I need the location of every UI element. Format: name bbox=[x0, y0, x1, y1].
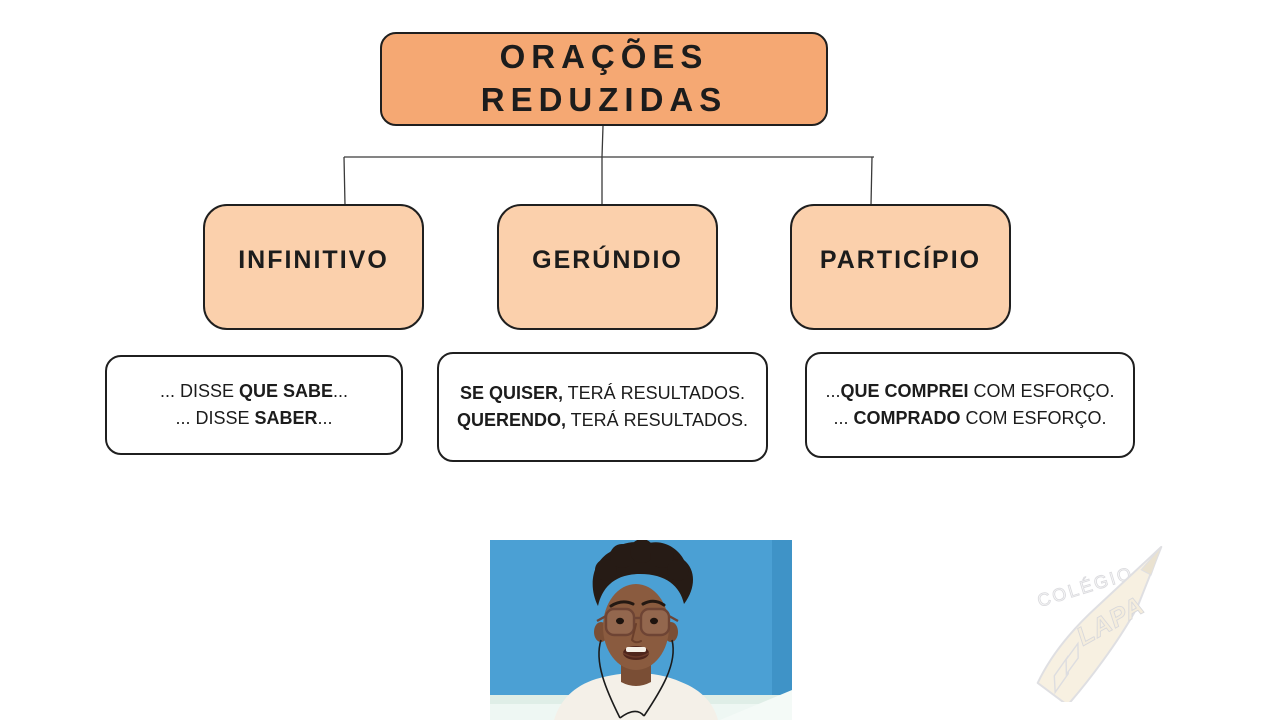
webcam-video bbox=[490, 540, 792, 720]
example-text-segment-bold: SABER bbox=[254, 408, 318, 428]
branch-label: INFINITIVO bbox=[238, 245, 389, 274]
example-text-segment: ... bbox=[833, 408, 854, 428]
example-text-segment: TERÁ RESULTADOS. bbox=[562, 383, 746, 403]
example-line: SE QUISER, TERÁ RESULTADOS. bbox=[460, 380, 745, 407]
example-text-segment: ... bbox=[825, 381, 841, 401]
example-line: ... DISSE SABER... bbox=[175, 405, 332, 432]
example-line: ... DISSE QUE SABE... bbox=[160, 378, 348, 405]
example-text-segment: ... bbox=[333, 381, 349, 401]
example-text-segment-bold: COMPRADO bbox=[853, 408, 961, 428]
example-text-segment: TERÁ RESULTADOS. bbox=[565, 410, 749, 430]
example-line: ...QUE COMPREI COM ESFORÇO. bbox=[825, 378, 1114, 405]
example-box-participio: ...QUE COMPREI COM ESFORÇO. ... COMPRADO… bbox=[805, 352, 1135, 458]
example-text-segment: ... bbox=[317, 408, 333, 428]
example-box-infinitivo: ... DISSE QUE SABE... ... DISSE SABER... bbox=[105, 355, 403, 455]
branch-node-participio: PARTICÍPIO bbox=[790, 204, 1011, 330]
example-line: QUERENDO, TERÁ RESULTADOS. bbox=[457, 407, 748, 434]
example-text-segment: COM ESFORÇO. bbox=[960, 408, 1107, 428]
branch-label: PARTICÍPIO bbox=[819, 245, 982, 274]
presenter-illustration bbox=[490, 540, 792, 720]
diagram-root-node: ORAÇÕES REDUZIDAS bbox=[380, 32, 828, 126]
example-text-segment-bold: QUE COMPREI bbox=[840, 381, 969, 401]
example-text-segment: ... DISSE bbox=[159, 381, 239, 401]
example-text-segment-bold: QUE SABE bbox=[238, 381, 334, 401]
branch-node-gerundio: GERÚNDIO bbox=[497, 204, 718, 330]
example-line: ... COMPRADO COM ESFORÇO. bbox=[833, 405, 1106, 432]
example-text-segment: ... DISSE bbox=[175, 408, 255, 428]
example-text-segment-bold: SE QUISER, bbox=[459, 383, 563, 403]
example-box-gerundio: SE QUISER, TERÁ RESULTADOS. QUERENDO, TE… bbox=[437, 352, 768, 462]
example-text-segment: COM ESFORÇO. bbox=[968, 381, 1115, 401]
colegio-lapa-logo: COLÉGIO LAPA bbox=[1034, 545, 1163, 702]
branch-node-infinitivo: INFINITIVO bbox=[203, 204, 424, 330]
root-label-line2: REDUZIDAS bbox=[480, 81, 728, 118]
example-text-segment-bold: QUERENDO, bbox=[456, 410, 566, 430]
branch-label: GERÚNDIO bbox=[532, 245, 683, 274]
root-label-line1: ORAÇÕES bbox=[499, 38, 709, 76]
